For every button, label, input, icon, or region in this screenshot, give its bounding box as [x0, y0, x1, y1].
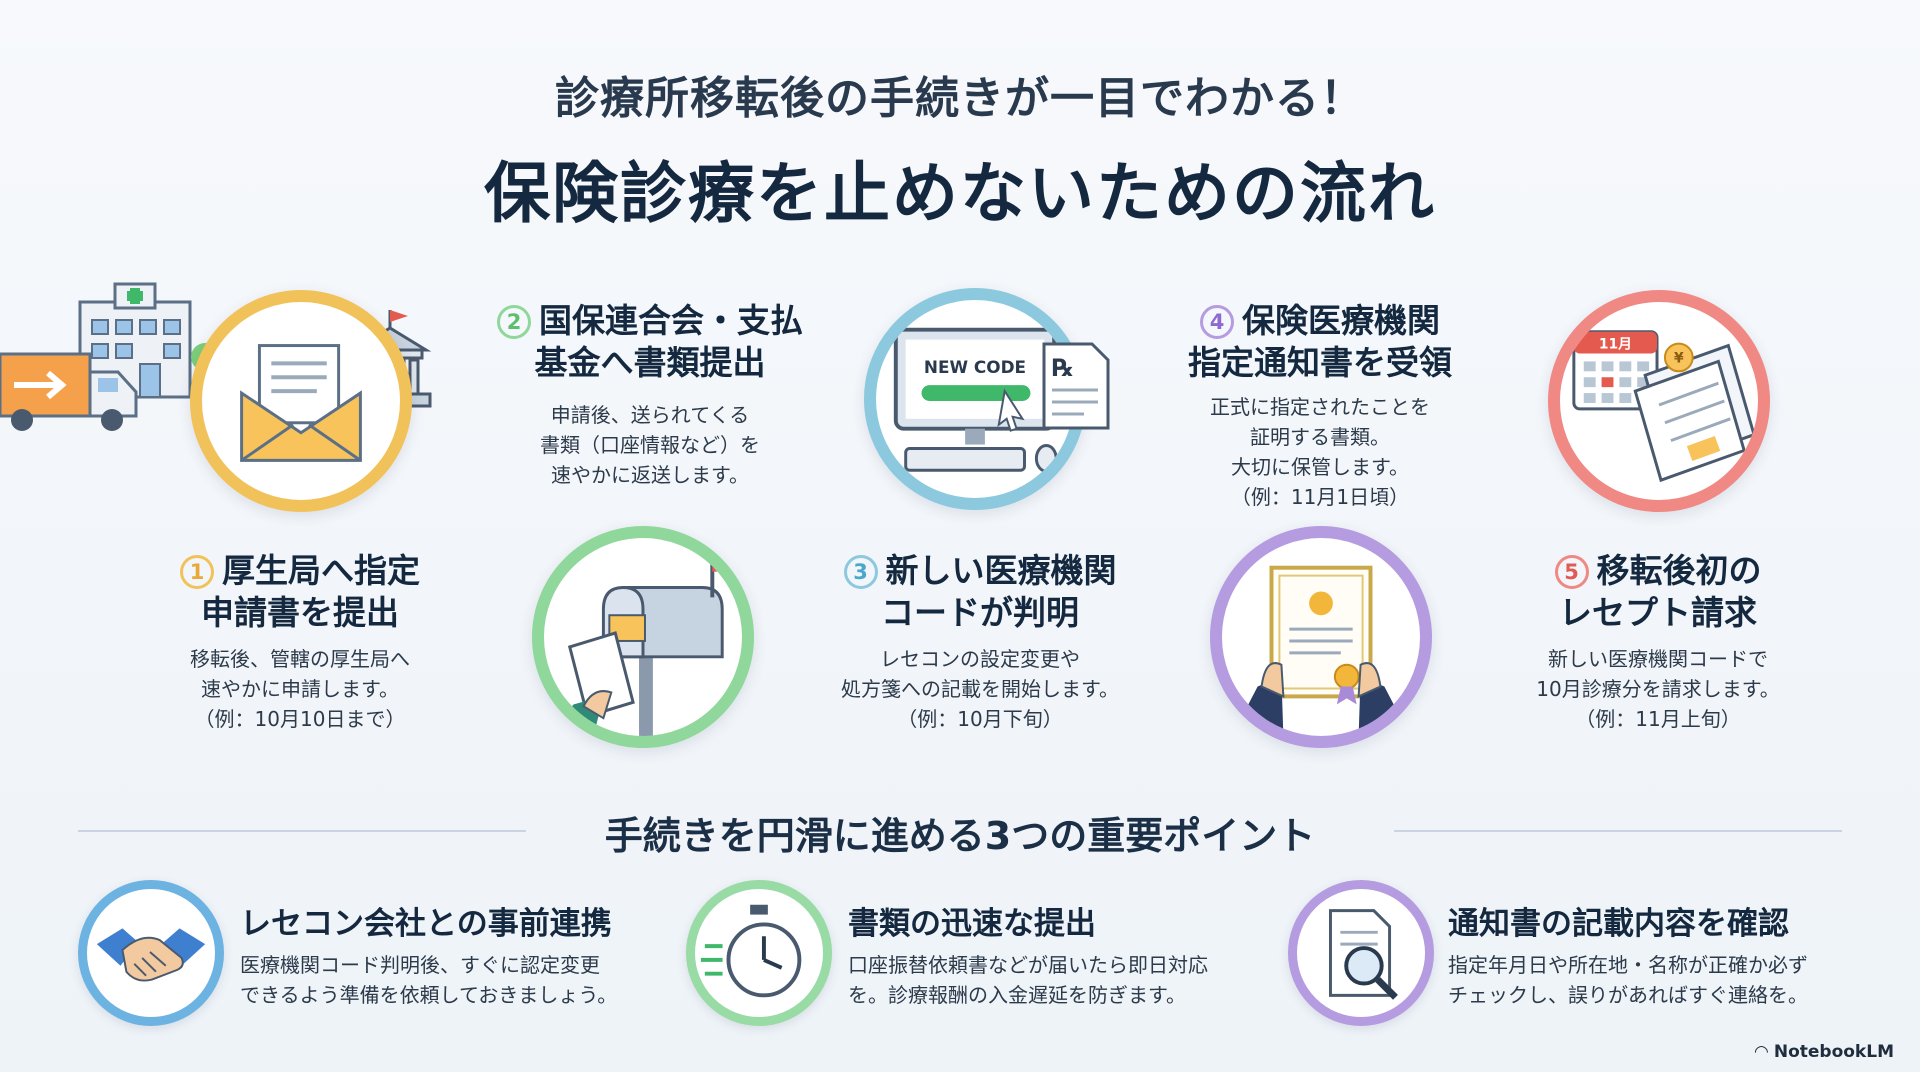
mailbox-icon [544, 557, 733, 736]
divider-right [1394, 830, 1842, 832]
svg-text:℞: ℞ [1052, 354, 1074, 382]
step-2-description: 申請後、送られてくる書類（口座情報など）を速やかに返送します。 [540, 403, 760, 487]
point-2-circle [686, 880, 832, 1026]
step-5-number: 5 [1554, 555, 1589, 589]
page-title: 保険診療を止めないための流れ [484, 155, 1436, 232]
step-2-circle [532, 526, 754, 748]
certificate-icon [1231, 565, 1411, 736]
notebooklm-logo-icon: ◠ [1754, 1042, 1768, 1062]
stopwatch-icon [700, 904, 802, 998]
point-2-title: 書類の迅速な提出 [848, 906, 1096, 942]
step-1-description: 移転後、管轄の厚生局へ速やかに申請します。（例：10月10日まで） [190, 647, 410, 731]
point-3-circle [1288, 880, 1434, 1026]
step-2-number: 2 [497, 305, 531, 339]
envelope-icon [240, 344, 362, 462]
magnifier-document-icon [1329, 909, 1398, 1000]
points-section-title: 手続きを円滑に進める3つの重要ポイント [604, 814, 1316, 858]
step-3-circle: NEW CODE [864, 288, 1086, 510]
calendar-receipt-icon: 11月 ¥ [1572, 330, 1756, 483]
point-1-circle [78, 880, 224, 1026]
computer-icon: NEW CODE [893, 327, 1058, 473]
notebooklm-brand: ◠ NotebookLM [1754, 1042, 1894, 1062]
new-code-screen-text: NEW CODE [924, 357, 1026, 377]
divider-left [78, 830, 526, 832]
point-2-description: 口座振替依頼書などが届いたら即日対応を。診療報酬の入金遅延を防ぎます。 [848, 953, 1208, 1007]
page-subtitle: 診療所移転後の手続きが一目でわかる！ [555, 73, 1365, 124]
step-5-circle: 11月 ¥ [1548, 290, 1770, 512]
hospital-truck-icon [0, 282, 219, 431]
prescription-icon: ℞ [1042, 342, 1110, 430]
step-3-description: レセコンの設定変更や処方箋への記載を開始します。（例：10月下旬） [841, 647, 1119, 731]
step-4-number: 4 [1200, 305, 1234, 339]
step-4-description: 正式に指定されたことを証明する書類。大切に保管します。（例：11月1日頃） [1210, 395, 1430, 509]
handshake-icon [96, 928, 206, 982]
step-1-circle [190, 290, 412, 512]
point-3-title: 通知書の記載内容を確認 [1448, 906, 1789, 942]
step-4-circle [1210, 526, 1432, 748]
point-1-title: レセコン会社との事前連携 [240, 906, 612, 942]
step-1-number: 1 [180, 555, 214, 589]
svg-text:¥: ¥ [1674, 350, 1684, 366]
point-1-description: 医療機関コード判明後、すぐに認定変更できるよう準備を依頼しておきましょう。 [240, 953, 618, 1007]
point-3-description: 指定年月日や所在地・名称が正確か必ずチェックし、誤りがあればすぐ連絡を。 [1448, 953, 1808, 1007]
calendar-month-label: 11月 [1599, 337, 1632, 353]
step-3-number: 3 [843, 555, 878, 589]
